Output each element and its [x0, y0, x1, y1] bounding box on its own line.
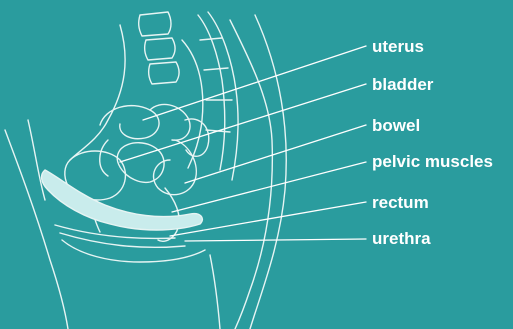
leg-outline — [210, 255, 220, 329]
leader-line-uterus — [143, 46, 366, 120]
label-pelvic-muscles: pelvic muscles — [372, 152, 493, 172]
abdomen-outline — [70, 25, 125, 160]
label-bladder: bladder — [372, 75, 433, 95]
label-urethra: urethra — [372, 229, 431, 249]
leader-line-urethra — [185, 239, 366, 241]
label-rectum: rectum — [372, 193, 429, 213]
label-bowel: bowel — [372, 116, 420, 136]
label-uterus: uterus — [372, 37, 424, 57]
leader-line-pelvic-muscles — [172, 162, 366, 212]
back-outline — [230, 20, 272, 329]
leader-line-bowel — [185, 125, 366, 183]
outer-contour-back — [250, 15, 286, 329]
uterus — [117, 143, 164, 183]
leader-line-bladder — [120, 84, 366, 162]
spine — [139, 12, 238, 180]
rectum — [158, 188, 179, 241]
thigh-inner — [28, 120, 45, 200]
